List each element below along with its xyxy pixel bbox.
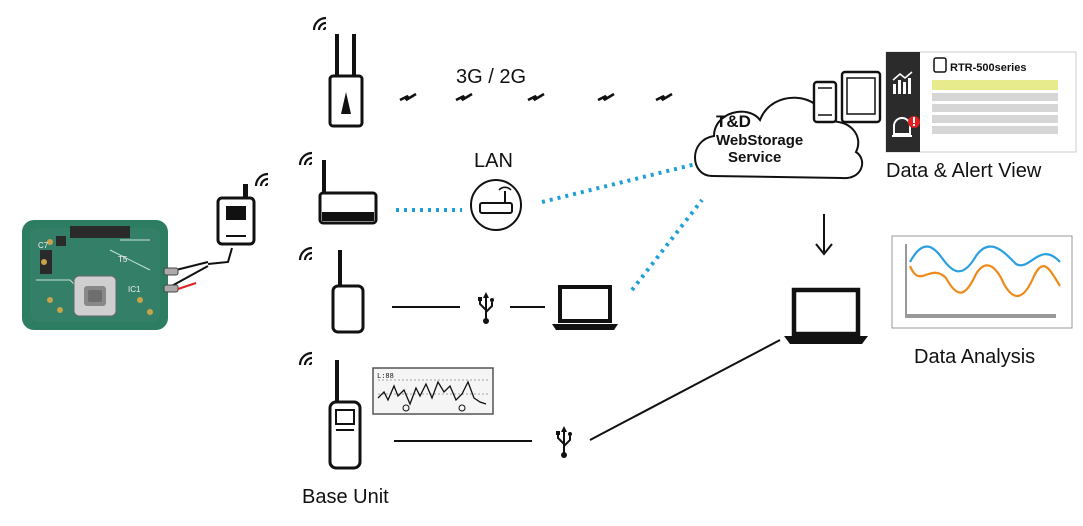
push-button-component (73, 275, 117, 317)
tablet-icon (840, 70, 882, 124)
svg-text:IC1: IC1 (128, 285, 141, 294)
router-icon (470, 179, 522, 231)
analysis-laptop-icon (784, 287, 868, 344)
pc-cloud-link (630, 198, 704, 292)
lan-label: LAN (474, 150, 513, 172)
lcd-graph-label: L:88 (377, 373, 394, 381)
data-alert-view-label: Data & Alert View (886, 160, 1042, 182)
smartphone-icon (812, 80, 838, 124)
laptop-icon (552, 285, 618, 330)
alert-siren-icon (892, 116, 920, 137)
arrow-down-icon (815, 214, 833, 256)
cellular-label: 3G / 2G (456, 66, 527, 88)
cloud-webstorage-text: WebStorage (716, 132, 803, 149)
lan-link (396, 161, 701, 212)
handheld-base-unit-icon (298, 351, 362, 470)
cellular-base-unit-icon (312, 16, 364, 128)
data-analysis-label: Data Analysis (914, 346, 1036, 368)
svg-text:T5: T5 (118, 255, 128, 264)
usb-link-pc (392, 291, 545, 325)
probe-leads (163, 247, 233, 293)
cloud-title: T&D (716, 112, 751, 131)
usb-link-analysis (394, 339, 781, 459)
svg-text:C7: C7 (38, 241, 49, 250)
lan-base-unit-icon (298, 151, 378, 225)
data-analysis-chart (891, 235, 1073, 329)
chart-icon (892, 71, 913, 94)
cellular-link (398, 92, 674, 102)
cloud-service-text: Service (728, 149, 781, 166)
base-unit-label: Base Unit (302, 486, 389, 508)
lcd-graph-display: L:88 (372, 367, 494, 415)
usb-base-unit-icon (298, 246, 365, 334)
data-logger-icon (216, 172, 270, 246)
data-alert-view-panel: RTR-500series (885, 51, 1077, 153)
rtr-series-label: RTR-500series (950, 62, 1026, 74)
